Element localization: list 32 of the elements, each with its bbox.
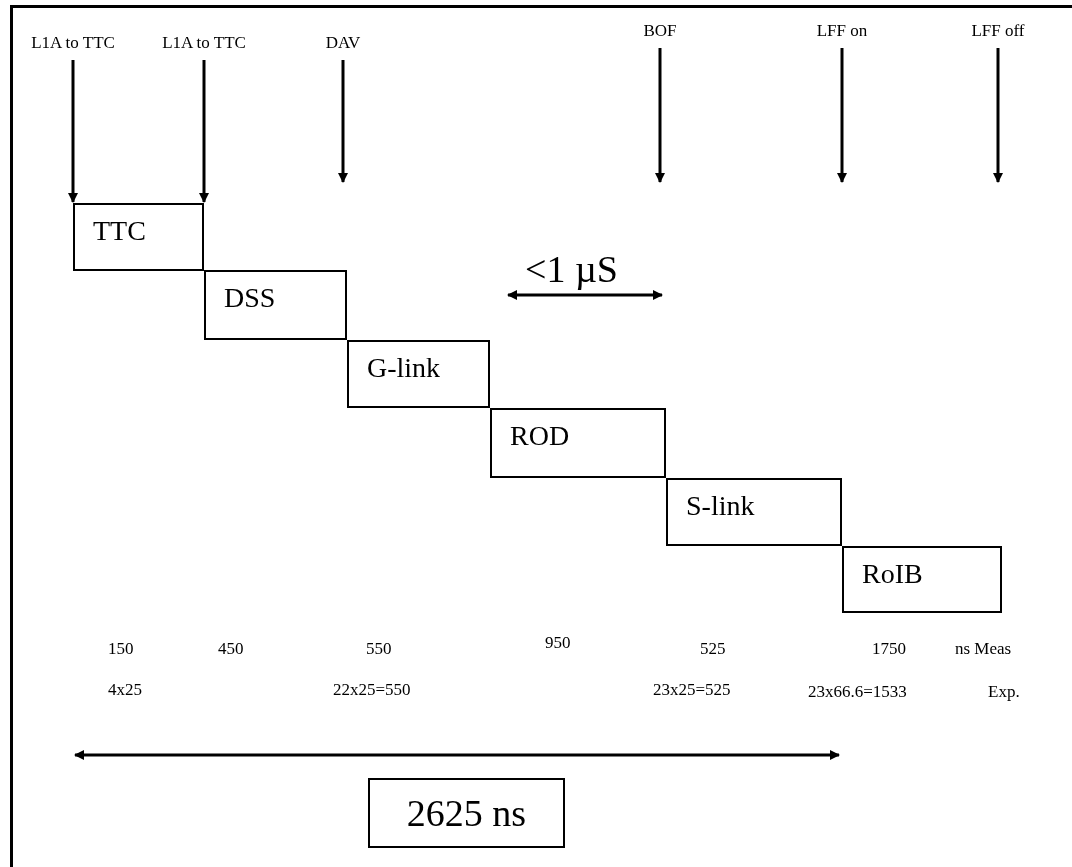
time-value: ns Meas xyxy=(955,640,1012,657)
arrow xyxy=(993,48,1003,183)
arrow xyxy=(655,48,665,183)
stage-box: RoIB xyxy=(842,546,1002,613)
event-label: L1A to TTC xyxy=(162,34,246,51)
time-value: 450 xyxy=(218,640,244,657)
total-time-box: 2625 ns xyxy=(368,778,565,848)
stage-box: TTC xyxy=(73,203,204,271)
time-value: 525 xyxy=(700,640,726,657)
arrow xyxy=(199,60,209,203)
time-value: 950 xyxy=(545,634,571,651)
event-label: LFF on xyxy=(816,22,868,39)
arrow xyxy=(837,48,847,183)
event-label: BOF xyxy=(643,22,677,39)
time-value: 23x66.6=1533 xyxy=(808,683,907,700)
time-value: 4x25 xyxy=(108,681,142,698)
event-label: L1A to TTC xyxy=(31,34,115,51)
stage-box: G-link xyxy=(347,340,490,408)
event-label: LFF off xyxy=(971,22,1025,39)
event-label: DAV xyxy=(325,34,361,51)
arrow xyxy=(68,60,78,203)
time-value: 150 xyxy=(108,640,134,657)
stage-box: S-link xyxy=(666,478,842,546)
time-value: Exp. xyxy=(988,683,1020,700)
time-value: 1750 xyxy=(872,640,906,657)
stage-box: ROD xyxy=(490,408,666,478)
time-value: 550 xyxy=(366,640,392,657)
time-value: 23x25=525 xyxy=(653,681,731,698)
stage-box: DSS xyxy=(204,270,347,340)
arrow xyxy=(338,60,348,183)
time-value: 22x25=550 xyxy=(333,681,411,698)
duration-label: <1 µS xyxy=(525,250,618,288)
